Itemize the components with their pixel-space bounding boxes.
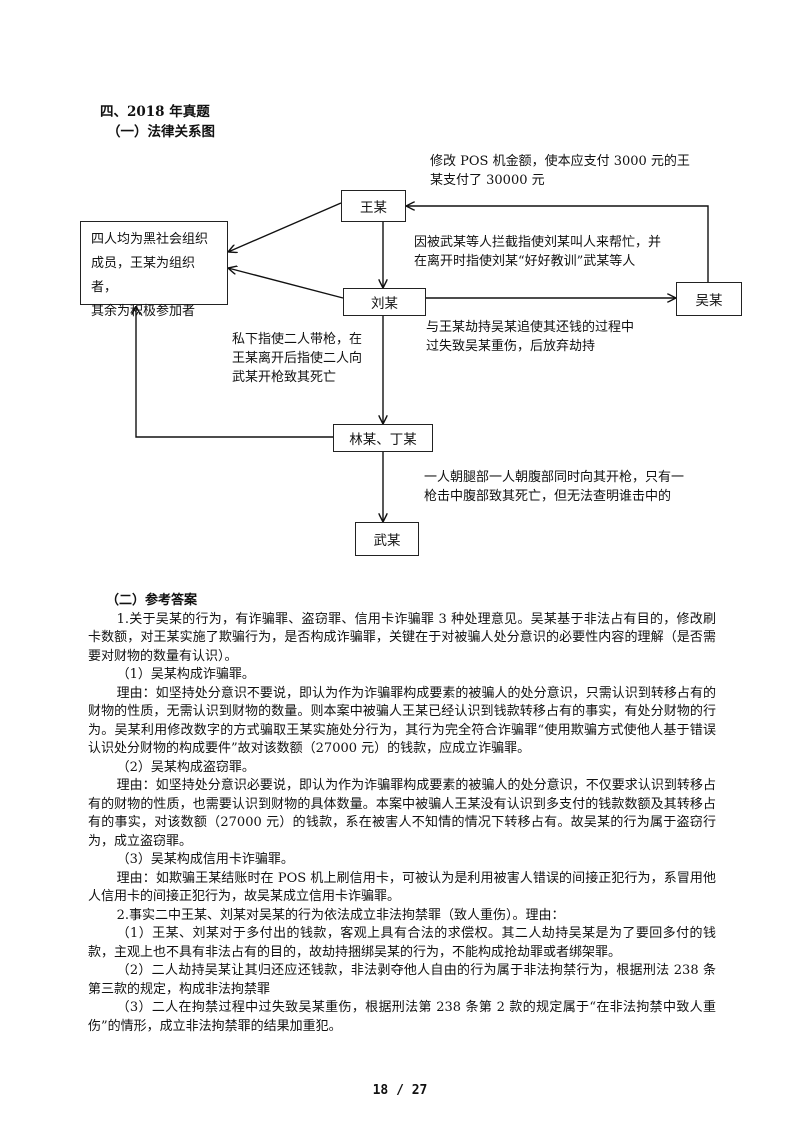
node-wang: 王某 <box>341 190 406 222</box>
answer-paragraph: （1）吴某构成诈骗罪。 <box>116 667 255 682</box>
diagram-heading: （一）法律关系图 <box>107 124 215 140</box>
answer-paragraph: （2）二人劫持吴某让其归还应还钱款，非法剥夺他人自由的行为属于非法拘禁行为，根据… <box>88 963 716 997</box>
answer-paragraph: 理由：如坚持处分意识必要说，即认为作为诈骗罪构成要素的被骗人的处分意识，不仅要求… <box>88 778 716 849</box>
note-shooting: 一人朝腿部一人朝腹部同时向其开枪，只有一 枪击中腹部致其死亡，但无法查明谁击中的 <box>424 470 685 504</box>
arrow-liu-to-org <box>228 268 344 299</box>
answer-paragraph: 理由：如坚持处分意识不要说，即认为作为诈骗罪构成要素的被骗人的处分意识，只需认识… <box>88 685 716 757</box>
answer-paragraph: （3）二人在拘禁过程中过失致吴某重伤，根据刑法第 238 条第 2 款的规定属于… <box>88 1000 716 1034</box>
answer-paragraph: 2.事实二中王某、刘某对吴某的行为依法成立非法拘禁罪（致人重伤）。理由： <box>116 907 565 923</box>
answer-paragraph: （2）吴某构成盗窃罪。 <box>116 759 255 775</box>
note-instruct-liu: 因被武某等人拦截指使刘某叫人来帮忙，并 在离开时指使刘某“好好教训”武某等人 <box>414 235 662 269</box>
note-private-instruction: 私下指使二人带枪，在 王某离开后指使二人向 武某开枪致其死亡 <box>232 332 363 385</box>
page-number: 18 / 27 <box>372 1083 428 1098</box>
section-heading: 四、2018 年真题 <box>100 104 210 120</box>
node-wu-victim: 武某 <box>355 522 419 556</box>
node-lin-ding: 林某、丁某 <box>333 424 433 452</box>
arrow-wang-to-org <box>228 202 342 252</box>
arrow-wumou-to-wang <box>406 206 709 282</box>
node-wu-mou: 吴某 <box>676 282 742 316</box>
node-liu: 刘某 <box>343 288 426 316</box>
note-pos-modification: 修改 POS 机金额，使本应支付 3000 元的王 某支付了 30000 元 <box>430 154 690 188</box>
answer-paragraph: 1.关于吴某的行为，有诈骗罪、盗窃罪、信用卡诈骗罪 3 种处理意见。吴某基于非法… <box>88 611 716 664</box>
node-organization-members: 四人均为黑社会组织 成员，王某为组织者， 其余为积极参加者 <box>80 221 228 319</box>
answer-title: （二）参考答案 <box>106 593 198 608</box>
arrow-linding-to-org <box>136 306 333 438</box>
answer-paragraph: （3）吴某构成信用卡诈骗罪。 <box>116 852 294 867</box>
note-detain-wu: 与王某劫持吴某追使其还钱的过程中 过失致吴某重伤，后放弃劫持 <box>426 320 635 354</box>
answer-paragraph: 理由：如欺骗王某结账时在 POS 机上刷信用卡，可被认为是利用被害人错误的间接正… <box>88 870 716 905</box>
relationship-diagram-lines <box>0 0 709 522</box>
answer-paragraph: （1）王某、刘某对于多付出的钱款，客观上具有合法的求偿权。其二人劫持吴某是为了要… <box>88 926 716 960</box>
reference-answer: （二）参考答案 1.关于吴某的行为，有诈骗罪、盗窃罪、信用卡诈骗罪 3 种处理意… <box>88 592 716 1036</box>
